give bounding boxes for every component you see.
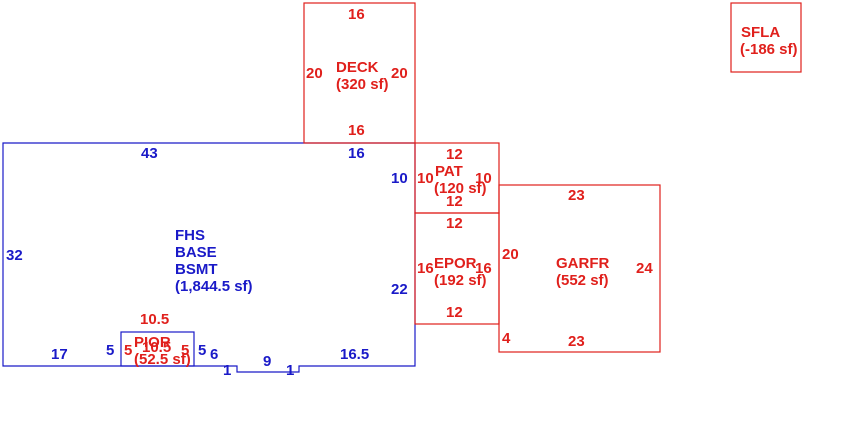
dim-main-right-lower: 22: [391, 281, 408, 298]
dim-pior-top: 10.5: [140, 311, 169, 328]
pior-label: PIOR: [134, 334, 171, 351]
dim-deck-bottom: 16: [348, 122, 365, 139]
dim-main-right-upper: 10: [391, 170, 408, 187]
dim-main-bottom-left: 17: [51, 346, 68, 363]
dim-garfr-bottom: 23: [568, 333, 585, 350]
dim-deck-top: 16: [348, 6, 365, 23]
pat-label: PAT: [435, 163, 463, 180]
epor-label: EPOR: [434, 255, 477, 272]
dim-deck-left: 20: [306, 65, 323, 82]
dim-step-d: 1: [286, 362, 294, 379]
dim-pat-right: 10: [475, 170, 492, 187]
dim-main-top-left: 43: [141, 145, 158, 162]
dim-pior-left-outer: 5: [106, 342, 114, 359]
garfr-outline: [498, 184, 661, 353]
dim-garfr-right: 24: [636, 260, 653, 277]
deck-area: (320 sf): [336, 76, 389, 93]
main-label-line1: FHS: [175, 227, 205, 244]
dim-step-b: 9: [263, 353, 271, 370]
dim-deck-right: 20: [391, 65, 408, 82]
dim-main-left: 32: [6, 247, 23, 264]
dim-pat-left: 10: [417, 170, 434, 187]
dim-garfr-corner: 4: [502, 330, 511, 347]
pior-outline: [120, 331, 195, 367]
dim-epor-right: 16: [475, 260, 492, 277]
dim-epor-top: 12: [446, 215, 463, 232]
main-label-line2: BASE: [175, 244, 217, 261]
dim-main-bottom-right: 16.5: [340, 346, 369, 363]
deck-outline: [303, 2, 416, 144]
main-area: (1,844.5 sf): [175, 278, 253, 295]
dim-pat-top: 12: [446, 146, 463, 163]
garfr-label: GARFR: [556, 255, 609, 272]
dim-pior-right-inner: 5: [181, 342, 189, 359]
dim-garfr-left: 20: [502, 246, 519, 263]
dim-epor-left: 16: [417, 260, 434, 277]
dim-step-c: 1: [223, 362, 231, 379]
sfla-label: SFLA: [741, 24, 780, 41]
dim-pat-bottom: 12: [446, 193, 463, 210]
garfr-area: (552 sf): [556, 272, 609, 289]
dim-pior-bottom: 10.5: [142, 339, 171, 356]
pat-area: (120 sf): [434, 180, 487, 197]
pior-area: (52.5 sf): [134, 351, 191, 368]
dim-main-top-right: 16: [348, 145, 365, 162]
dim-step-a: 6: [210, 346, 218, 363]
dim-epor-bottom: 12: [446, 304, 463, 321]
sfla-area: (-186 sf): [740, 41, 798, 58]
main-label-line3: BSMT: [175, 261, 218, 278]
deck-label: DECK: [336, 59, 379, 76]
epor-area: (192 sf): [434, 272, 487, 289]
dim-garfr-top: 23: [568, 187, 585, 204]
sfla-outline: [730, 2, 802, 73]
dim-pior-right-outer: 5: [198, 342, 206, 359]
dim-pior-left-inner: 5: [124, 342, 132, 359]
